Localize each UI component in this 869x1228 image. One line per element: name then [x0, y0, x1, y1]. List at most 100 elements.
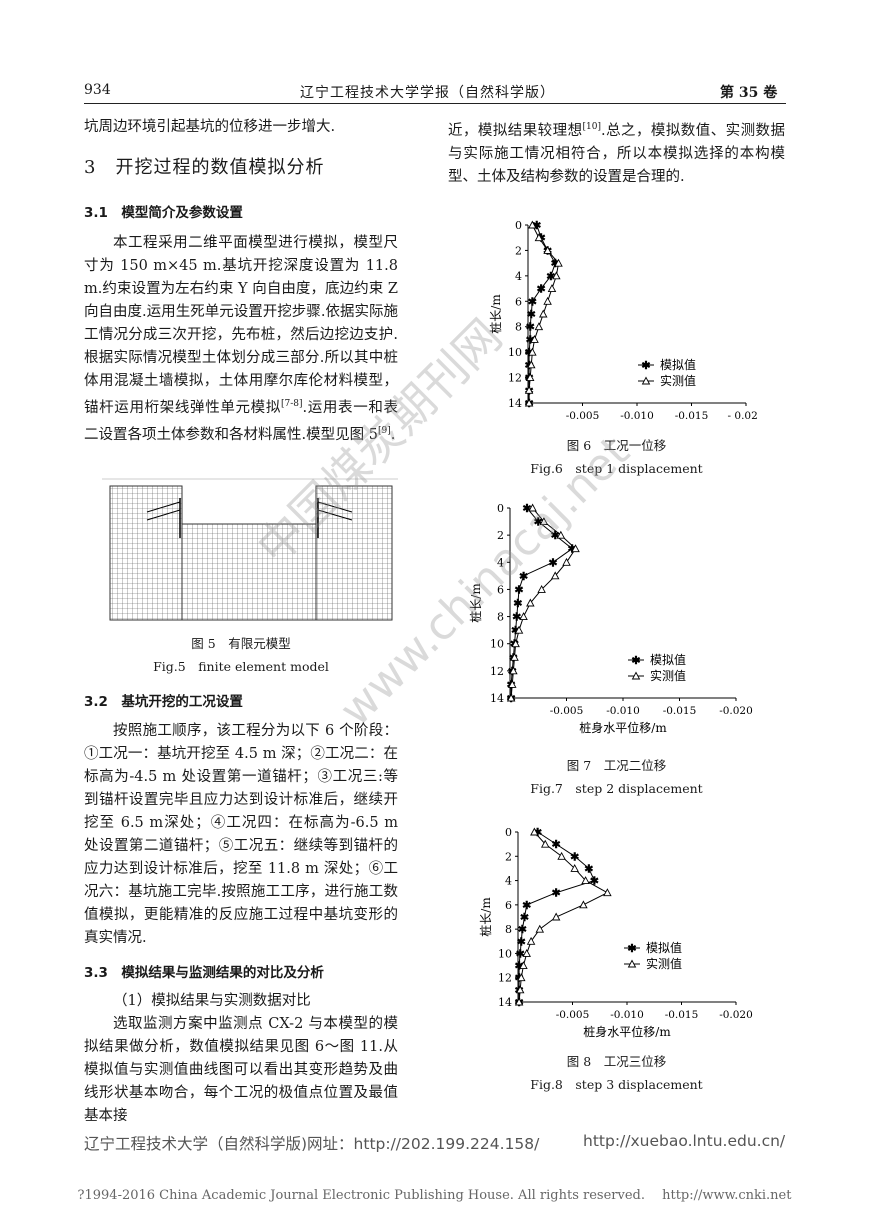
- legend-marker-star: ✱: [631, 654, 640, 667]
- x-tick-label: -0.010: [620, 410, 654, 420]
- data-point-simulated: ✱: [552, 838, 561, 851]
- y-tick-label: 0: [497, 502, 504, 515]
- data-point-measured: [557, 851, 566, 860]
- data-point-simulated: ✱: [590, 875, 599, 888]
- data-point-measured: [515, 985, 525, 994]
- data-point-measured: [528, 503, 537, 512]
- y-tick-label: 10: [508, 346, 522, 359]
- y-tick-label: 2: [497, 529, 504, 542]
- y-tick-label: 2: [505, 850, 512, 863]
- y-tick-label: 14: [490, 692, 504, 705]
- data-point-simulated: ✱: [551, 529, 560, 542]
- data-point-simulated: ✱: [568, 543, 577, 556]
- paragraph-3-2: 按照施工顺序，该工程分为以下 6 个阶段：①工况一：基坑开挖至 4.5 m 深；…: [84, 723, 398, 946]
- y-tick-label: 6: [497, 583, 504, 596]
- data-point-measured: [506, 693, 516, 702]
- x-tick-label: -0.020: [719, 705, 753, 717]
- footer-left-url[interactable]: 辽宁工程技术大学（自然科学版)网址：http://202.199.224.158…: [84, 1135, 540, 1153]
- legend-label: 模拟值: [660, 357, 696, 372]
- volume-label: 第 35 卷: [720, 85, 778, 101]
- data-point-simulated: ✱: [532, 219, 541, 232]
- data-point-simulated: ✱: [552, 887, 561, 900]
- chart-step3-displacement: 02468101214-0.005-0.010-0.015-0.020桩长/m桩…: [478, 826, 753, 1039]
- data-point-measured: [535, 924, 545, 933]
- data-point-simulated: ✱: [522, 502, 531, 515]
- x-axis-label: 桩身水平位移/m: [579, 720, 667, 735]
- data-point-measured: [571, 544, 580, 553]
- y-tick-label: 10: [498, 947, 512, 960]
- header-rule: [84, 103, 786, 104]
- data-point-simulated: ✱: [514, 960, 523, 973]
- data-point-measured: [539, 517, 549, 526]
- data-point-measured: [524, 398, 534, 407]
- data-point-simulated: ✱: [534, 516, 543, 529]
- y-tick-label: 8: [497, 611, 504, 624]
- paragraph-right-top: 近，模拟结果较理想[10].总之，模拟数值、实测数据与实际施工情况相符合，所以本…: [448, 122, 785, 185]
- data-point-measured: [562, 557, 571, 566]
- paragraph-continue: 坑周边环境引起基坑的位移进一步增大.: [84, 119, 336, 135]
- data-point-simulated: ✱: [513, 597, 522, 610]
- legend-label: 模拟值: [646, 940, 682, 955]
- figure-6-caption: 图 6 工况一位移: [566, 438, 667, 453]
- footer-right-url[interactable]: http://xuebao.lntu.edu.cn/: [583, 1132, 786, 1150]
- data-point-simulated: ✱: [528, 295, 537, 308]
- data-point-measured: [519, 961, 528, 970]
- y-tick-label: 4: [515, 270, 522, 283]
- legend-label: 实测值: [660, 373, 696, 388]
- y-axis-label: 桩长/m: [478, 897, 493, 937]
- data-point-measured: [603, 888, 612, 897]
- data-point-measured: [522, 948, 531, 957]
- legend-label: 模拟值: [650, 652, 686, 667]
- x-tick-label: - 0.020: [728, 410, 758, 420]
- data-point-measured: [528, 347, 537, 356]
- series-line-simulated: [510, 507, 573, 698]
- paragraph-3-1: 本工程采用二维平面模型进行模拟，模型尺寸为 150 m×45 m.基坑开挖深度设…: [84, 235, 399, 443]
- data-point-measured: [526, 936, 536, 945]
- section-3-2-heading: 3.2 基坑开挖的工况设置: [84, 694, 243, 710]
- data-point-measured: [528, 220, 537, 229]
- legend-label: 实测值: [646, 956, 682, 971]
- y-tick-label: 0: [505, 826, 512, 839]
- data-point-simulated: ✱: [518, 923, 527, 936]
- y-tick-label: 2: [515, 244, 522, 257]
- data-point-measured: [534, 322, 544, 331]
- subsection-1: （1）模拟结果与实测数据对比: [113, 993, 311, 1009]
- x-tick-label: -0.005: [566, 410, 600, 420]
- legend-marker-triangle: [631, 671, 641, 680]
- data-point-measured: [511, 639, 520, 648]
- data-point-simulated: ✱: [517, 935, 526, 948]
- legend-marker-triangle: [627, 959, 637, 968]
- data-point-simulated: ✱: [519, 570, 528, 583]
- data-point-measured: [526, 598, 535, 607]
- data-point-measured: [537, 584, 546, 593]
- y-tick-label: 4: [505, 875, 512, 888]
- series-line-simulated: [528, 224, 556, 403]
- data-point-simulated: ✱: [526, 333, 535, 346]
- data-point-measured: [510, 652, 519, 661]
- data-point-measured: [556, 530, 566, 539]
- data-point-simulated: ✱: [536, 283, 545, 296]
- data-point-measured: [551, 912, 561, 921]
- x-tick-label: -0.010: [606, 705, 640, 717]
- data-point-measured: [581, 876, 590, 885]
- figure-8-caption: 图 8 工况三位移: [566, 1054, 667, 1069]
- chart-step2-displacement: 02468101214-0.005-0.010-0.015-0.020桩长/m桩…: [468, 502, 753, 735]
- finite-element-mesh-figure: [102, 478, 398, 621]
- figure-6-caption-en: Fig.6 step 1 displacement: [530, 461, 703, 476]
- figure-7-caption-en: Fig.7 step 2 displacement: [530, 781, 703, 796]
- data-point-measured: [540, 839, 550, 848]
- data-point-measured: [543, 296, 552, 305]
- x-tick-label: -0.010: [610, 1009, 644, 1021]
- section-3-heading: 3 开挖过程的数值模拟分析: [84, 157, 325, 178]
- data-point-measured: [534, 233, 544, 242]
- data-point-measured: [552, 271, 561, 280]
- x-axis-label: 桩身水平位移/m: [583, 1024, 671, 1039]
- data-point-simulated: ✱: [522, 899, 531, 912]
- series-line-simulated: [518, 831, 595, 1002]
- x-tick-label: -0.005: [556, 1009, 590, 1021]
- y-tick-label: 14: [498, 996, 512, 1009]
- legend-marker-star: ✱: [641, 359, 650, 372]
- y-tick-label: 8: [515, 321, 522, 334]
- y-tick-label: 4: [497, 556, 504, 569]
- data-point-measured: [570, 863, 579, 872]
